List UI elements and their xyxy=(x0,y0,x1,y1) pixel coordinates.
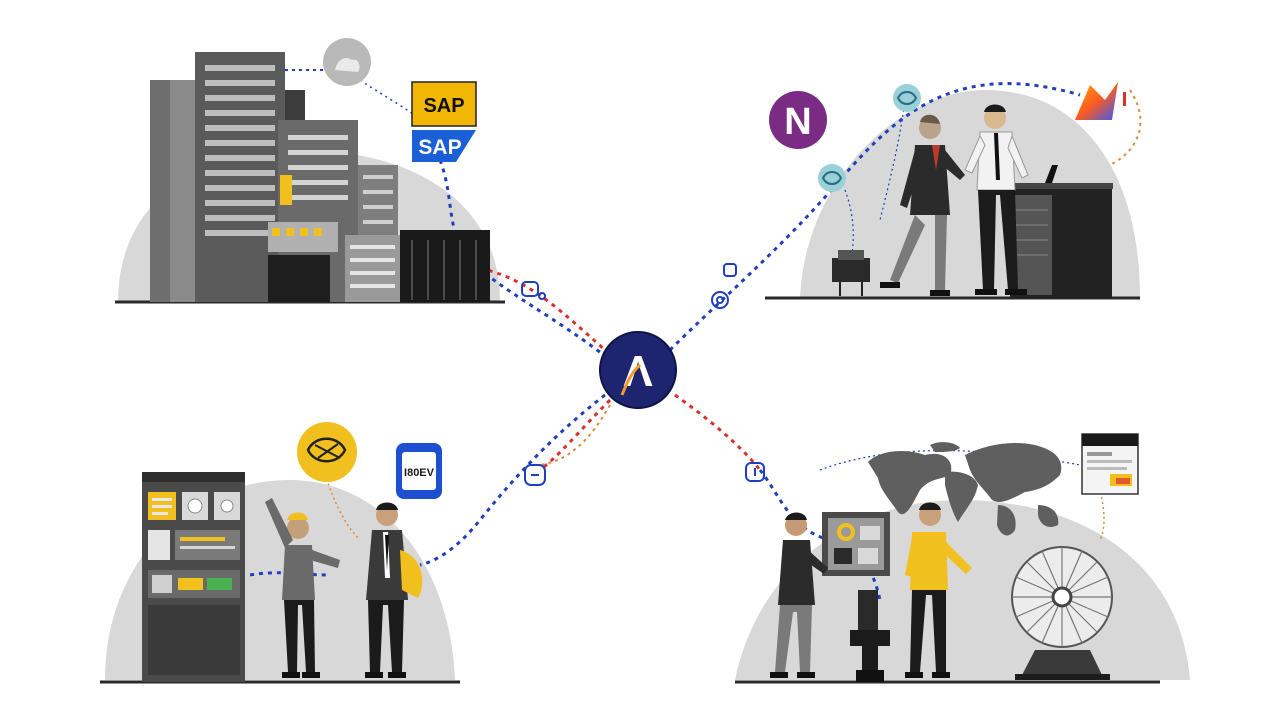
person-icon-tr-2 xyxy=(964,104,1029,295)
person-icon-br-2 xyxy=(905,502,972,678)
buildings-scene xyxy=(150,52,490,302)
connector-icon xyxy=(711,291,729,309)
tag-badge-label: I80EV xyxy=(404,467,435,479)
tag-badge: I80EV xyxy=(396,443,442,499)
sap-bottom-label: SAP xyxy=(418,136,461,159)
connector-icon xyxy=(521,281,546,300)
sap-top-label: SAP xyxy=(423,95,464,117)
building-black xyxy=(400,230,490,302)
connector-icons xyxy=(521,263,765,486)
sap-logo-bottom: SAP xyxy=(412,130,476,162)
connector-tl-red xyxy=(479,266,606,352)
hub-logo-label: Λ xyxy=(623,347,653,396)
knot-icon-2 xyxy=(818,164,846,192)
person-icon-bl-1 xyxy=(265,498,340,678)
person-icon-br-1 xyxy=(770,512,828,678)
sap-logo-top: SAP xyxy=(411,81,477,127)
flame-logo xyxy=(1075,82,1126,120)
building-front xyxy=(268,222,338,252)
cloud-icon xyxy=(323,38,371,86)
coin-badge xyxy=(297,422,357,482)
connector-tr-orange xyxy=(1109,89,1142,166)
connector-br-red xyxy=(674,393,762,471)
building-dark-low xyxy=(268,255,330,302)
connector-cloud-sap xyxy=(359,79,421,121)
server-desk xyxy=(1005,165,1113,298)
connector-icon xyxy=(524,464,546,486)
info-panel xyxy=(1081,433,1139,495)
n-logo: N xyxy=(769,91,827,149)
connector-icon xyxy=(745,462,765,482)
server-rack xyxy=(142,472,245,682)
connector-bl-red xyxy=(539,398,612,472)
wheel-icon xyxy=(1011,546,1113,680)
knot-icon-1 xyxy=(893,84,921,112)
person-icon-tr-1 xyxy=(880,114,965,296)
small-device xyxy=(832,250,870,296)
globe-map-icon xyxy=(868,442,1062,536)
kiosk-screen xyxy=(822,512,890,682)
connector-icon xyxy=(723,263,737,277)
connector-bl-orange xyxy=(539,404,611,466)
connector-bl-blue xyxy=(419,393,606,567)
connector-thin-2 xyxy=(879,99,906,221)
n-logo-label: N xyxy=(784,101,811,143)
connector-thin-5 xyxy=(319,459,361,541)
hub-logo[interactable]: Λ xyxy=(599,331,677,409)
person-icon-bl-2 xyxy=(365,502,423,678)
